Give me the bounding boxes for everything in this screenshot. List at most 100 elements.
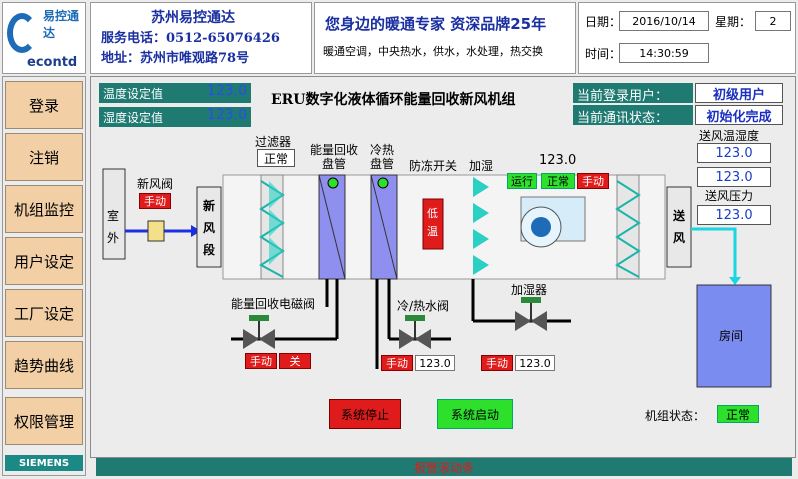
fan-running-status: 运行 xyxy=(507,173,537,189)
supply-duct xyxy=(691,227,737,277)
comm-status-value: 初始化完成 xyxy=(695,105,783,125)
water-valve-actuator xyxy=(405,315,425,321)
alarm-scroll-bar: 报警滚动条 xyxy=(96,458,792,476)
filter-fill xyxy=(269,181,283,265)
time-label: 时间： xyxy=(585,47,622,61)
water-valve-value[interactable]: 123.0 xyxy=(415,355,455,371)
recovery-valve-actuator xyxy=(249,315,269,321)
recovery-valve-icon-b xyxy=(259,329,275,349)
antifreeze-label: 防冻开关 xyxy=(409,159,458,173)
water-valve-label: 冷/热水阀 xyxy=(397,299,450,313)
fresh-air-section-box xyxy=(196,186,222,268)
recovery-valve-state[interactable]: 关 xyxy=(279,353,311,369)
company-phone: 服务电话：0512-65076426 xyxy=(101,31,280,46)
system-stop-button[interactable]: 系统停止 xyxy=(329,399,401,429)
ahu-casing xyxy=(222,174,666,280)
fan-mode[interactable]: 手动 xyxy=(577,173,609,189)
slogan: 您身边的暖通专家 资深品牌25年 xyxy=(325,15,547,33)
supply-air-label: 送风 xyxy=(673,209,686,245)
room-box xyxy=(696,284,772,388)
recovery-valve-icon xyxy=(243,329,259,349)
water-valve-icon xyxy=(399,329,415,349)
recovery-valve-mode[interactable]: 手动 xyxy=(245,353,277,369)
outdoor-label: 室外 xyxy=(107,209,120,245)
temp-setpoint-label: 温度设定值 xyxy=(99,83,189,103)
main-panel: 温度设定值 123.0 湿度设定值 123.0 ERU数字化液体循环能量回收新风… xyxy=(90,76,796,458)
nav-permissions[interactable]: 权限管理 xyxy=(5,397,83,445)
humidify-triangle-1 xyxy=(473,177,489,197)
humidify-label: 加湿 xyxy=(469,159,494,173)
company-info: 苏州易控通达 服务电话：0512-65076426 地址：苏州市唯观路78号 xyxy=(90,2,312,74)
nav-trend-curve[interactable]: 趋势曲线 xyxy=(5,341,83,389)
heat-cool-coil-diag xyxy=(370,174,398,280)
recovery-coil-sensor xyxy=(327,177,339,189)
humidify-triangle-2 xyxy=(473,203,489,223)
fan-normal-status: 正常 xyxy=(541,173,575,189)
week-label: 星期： xyxy=(715,15,752,29)
fresh-air-valve-mode[interactable]: 手动 xyxy=(139,193,171,209)
humid-valve-actuator xyxy=(521,297,541,303)
filter-label: 过滤器 xyxy=(255,135,292,149)
antifreeze-text: 低温 xyxy=(427,207,438,238)
nav-login[interactable]: 登录 xyxy=(5,81,83,129)
comm-status-label: 当前通讯状态： xyxy=(573,105,693,126)
slogan-box: 您身边的暖通专家 资深品牌25年 暖通空调，中央热水，供水，水处理，热交换 xyxy=(314,2,576,74)
fan-value: 123.0 xyxy=(539,153,577,168)
recovery-coil-label: 能量回收盘管 xyxy=(309,143,358,171)
logo-text: 易控通达 xyxy=(43,9,80,40)
login-user-value: 初级用户 xyxy=(695,83,783,103)
date-value: 2016/10/14 xyxy=(619,11,709,31)
temp-setpoint-value[interactable]: 123.0 xyxy=(189,83,251,103)
supply-hum-value: 123.0 xyxy=(697,167,771,187)
unit-status-label: 机组状态： xyxy=(645,409,706,423)
page-title: ERU数字化液体循环能量回收新风机组 xyxy=(271,92,516,108)
logo-sub: econtd xyxy=(27,55,78,70)
water-valve-mode[interactable]: 手动 xyxy=(381,355,413,371)
hum-setpoint-value[interactable]: 123.0 xyxy=(189,107,251,127)
supply-temp-value: 123.0 xyxy=(697,143,771,163)
nav-unit-monitor[interactable]: 机组监控 xyxy=(5,185,83,233)
ahu-diagram xyxy=(102,168,772,388)
humidifier-value[interactable]: 123.0 xyxy=(515,355,555,371)
filter-status: 正常 xyxy=(257,149,295,167)
recovery-coil-diag xyxy=(318,174,346,280)
fresh-air-valve-label: 新风阀 xyxy=(137,177,174,191)
company-address: 地址：苏州市唯观路78号 xyxy=(101,51,250,66)
humidifier-label: 加湿器 xyxy=(511,283,548,297)
logo-e-icon xyxy=(7,13,37,53)
room-label: 房间 xyxy=(719,329,744,343)
heat-cool-coil-label: 冷热盘管 xyxy=(369,143,394,171)
humidify-triangle-3 xyxy=(473,229,489,249)
nav-panel: 登录 注销 机组监控 用户设定 工厂设定 趋势曲线 权限管理 SIEMENS xyxy=(2,76,86,476)
time-value: 14:30:59 xyxy=(619,43,709,63)
fresh-air-valve-body xyxy=(147,220,165,242)
supply-pressure-value: 123.0 xyxy=(697,205,771,225)
supply-duct-arrow xyxy=(729,277,741,285)
nav-user-settings[interactable]: 用户设定 xyxy=(5,237,83,285)
supply-filter-zigzag xyxy=(615,180,641,278)
fresh-air-section-label: 新风段 xyxy=(203,199,216,257)
nav-logout[interactable]: 注销 xyxy=(5,133,83,181)
recovery-valve-label: 能量回收电磁阀 xyxy=(231,297,316,311)
water-valve-icon-b xyxy=(415,329,431,349)
heat-cool-coil-sensor xyxy=(377,177,389,189)
supply-temp-hum-label: 送风温湿度 xyxy=(699,129,760,143)
login-user-label: 当前登录用户： xyxy=(573,83,693,104)
services: 暖通空调，中央热水，供水，水处理，热交换 xyxy=(323,45,543,58)
supply-filter-box xyxy=(616,174,640,280)
datetime-box: 日期： 2016/10/14 星期： 2 时间： 14:30:59 xyxy=(578,2,796,74)
hum-setpoint-label: 湿度设定值 xyxy=(99,107,189,127)
fan-hub-icon xyxy=(531,217,551,237)
company-name: 苏州易控通达 xyxy=(151,10,235,26)
supply-section-box xyxy=(666,186,692,268)
nav-factory-settings[interactable]: 工厂设定 xyxy=(5,289,83,337)
supply-pressure-label: 送风压力 xyxy=(705,189,754,203)
system-start-button[interactable]: 系统启动 xyxy=(437,399,513,429)
unit-status-value: 正常 xyxy=(717,405,759,423)
humidifier-mode[interactable]: 手动 xyxy=(481,355,513,371)
date-label: 日期： xyxy=(585,15,622,29)
outdoor-box xyxy=(102,168,126,260)
humidify-triangle-4 xyxy=(473,255,489,275)
antifreeze-box xyxy=(422,198,444,250)
siemens-logo: SIEMENS xyxy=(5,455,83,471)
